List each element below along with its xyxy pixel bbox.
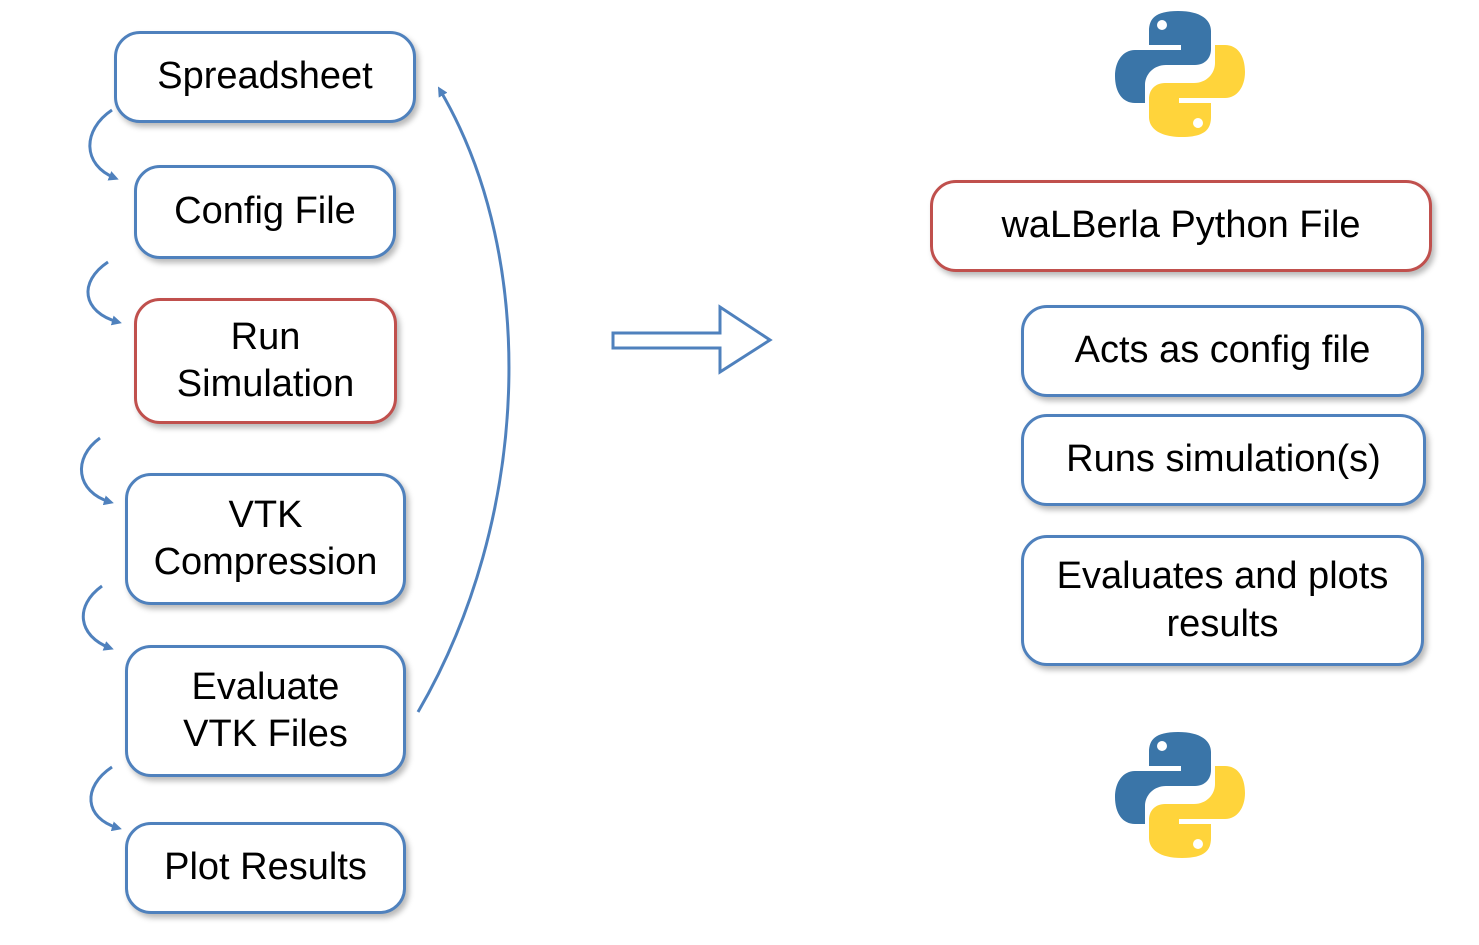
- spreadsheet-box: Spreadsheet: [114, 31, 416, 123]
- python-logo-icon: [1115, 732, 1245, 858]
- transition-arrow: [611, 304, 773, 375]
- vtk-compression-box: VTK Compression: [125, 473, 406, 605]
- run-simulation-label-line2: Simulation: [176, 363, 355, 405]
- plot-results-box: Plot Results: [125, 822, 406, 914]
- evaluate-vtk-label-line2: VTK Files: [183, 713, 348, 755]
- run-simulation-label-line1: Run: [230, 315, 301, 358]
- loop-back-arrow: [416, 86, 511, 713]
- python-file-box: waLBerla Python File: [930, 180, 1432, 272]
- config-role-label: Acts as config file: [1074, 329, 1371, 372]
- python-logo-icon: [1115, 11, 1245, 137]
- config-file-box: Config File: [134, 165, 396, 259]
- config-file-label: Config File: [174, 190, 356, 233]
- python-file-label: waLBerla Python File: [1001, 204, 1361, 247]
- evaluates-role-label-line1: Evaluates and plots: [1056, 555, 1389, 597]
- runs-role-box: Runs simulation(s): [1021, 414, 1426, 506]
- curved-arrow-1: [88, 108, 119, 181]
- vtk-compression-label-line2: Compression: [153, 541, 378, 583]
- config-role-box: Acts as config file: [1021, 305, 1424, 397]
- curved-arrow-3: [79, 436, 114, 506]
- curved-arrow-2: [86, 260, 122, 326]
- runs-role-label: Runs simulation(s): [1066, 438, 1381, 481]
- evaluates-role-label-line2: results: [1166, 602, 1279, 645]
- vtk-compression-label-line1: VTK: [228, 493, 303, 536]
- evaluate-vtk-box: Evaluate VTK Files: [125, 645, 406, 777]
- run-simulation-box: Run Simulation: [134, 298, 397, 424]
- curved-arrow-5: [89, 765, 122, 832]
- curved-arrow-4: [82, 584, 114, 651]
- evaluates-role-box: Evaluates and plots results: [1021, 535, 1424, 666]
- plot-results-label: Plot Results: [164, 846, 367, 889]
- evaluate-vtk-label-line1: Evaluate: [191, 665, 340, 708]
- spreadsheet-label: Spreadsheet: [157, 55, 373, 98]
